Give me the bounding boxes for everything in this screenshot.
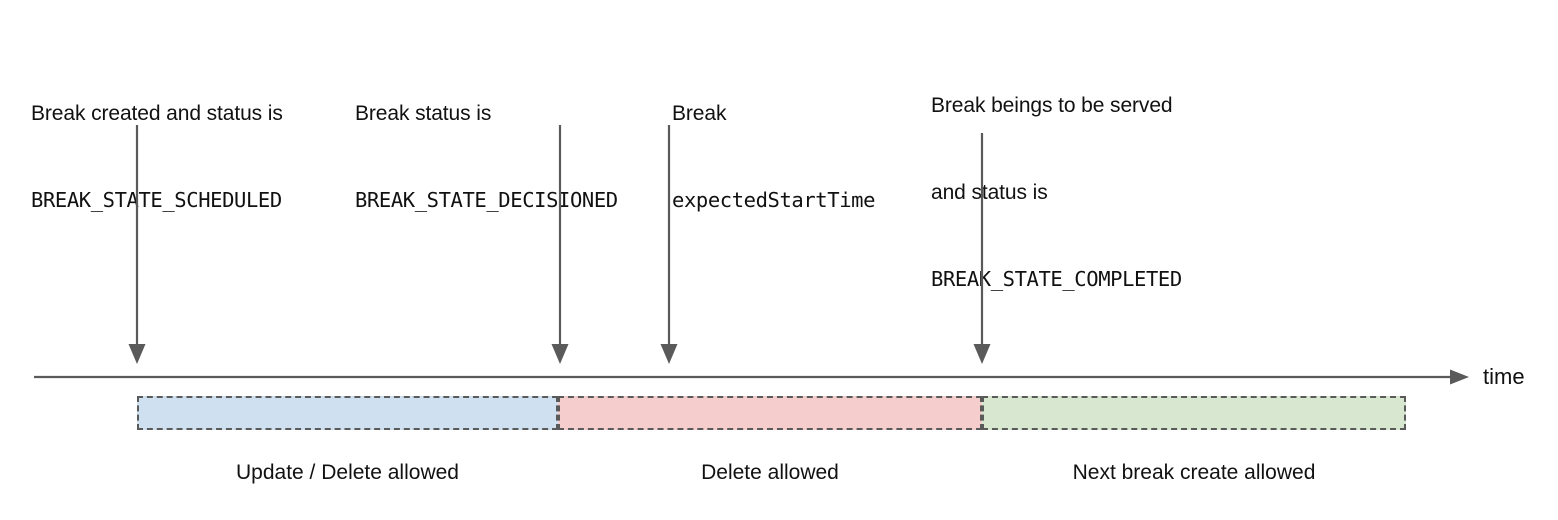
event-label-line: Break beings to be served bbox=[931, 94, 1173, 117]
phase-caption-next-break: Next break create allowed bbox=[1072, 461, 1316, 484]
time-axis-arrowhead bbox=[1450, 369, 1469, 385]
event-label-line: BREAK_STATE_COMPLETED bbox=[931, 267, 1182, 291]
event-label-line: expectedStartTime bbox=[672, 188, 876, 212]
event-label-line: Break created and status is bbox=[31, 102, 283, 125]
event-label-expected-start-time: Break expectedStartTime bbox=[672, 41, 875, 273]
event-arrowhead bbox=[660, 344, 678, 364]
event-label-completed: Break beings to be served and status is … bbox=[931, 33, 1182, 352]
event-arrowhead bbox=[128, 344, 146, 364]
time-axis-label: time bbox=[1483, 364, 1525, 389]
event-label-line: BREAK_STATE_DECISIONED bbox=[355, 188, 618, 212]
event-label-scheduled: Break created and status is BREAK_STATE_… bbox=[31, 41, 283, 273]
event-label-line: Break bbox=[672, 102, 727, 125]
event-label-line: and status is bbox=[931, 181, 1048, 204]
phase-bar-delete-only bbox=[558, 396, 982, 430]
event-label-line: BREAK_STATE_SCHEDULED bbox=[31, 188, 282, 212]
phase-bar-update-delete bbox=[137, 396, 558, 430]
time-axis bbox=[34, 369, 1469, 385]
event-label-decisioned: Break status is BREAK_STATE_DECISIONED bbox=[355, 41, 618, 273]
event-arrowhead bbox=[551, 344, 569, 364]
event-label-line: Break status is bbox=[355, 102, 492, 125]
phase-caption-update-delete: Update / Delete allowed bbox=[236, 461, 459, 484]
phase-bar-next-break bbox=[982, 396, 1406, 430]
phase-caption-delete-only: Delete allowed bbox=[701, 461, 839, 484]
